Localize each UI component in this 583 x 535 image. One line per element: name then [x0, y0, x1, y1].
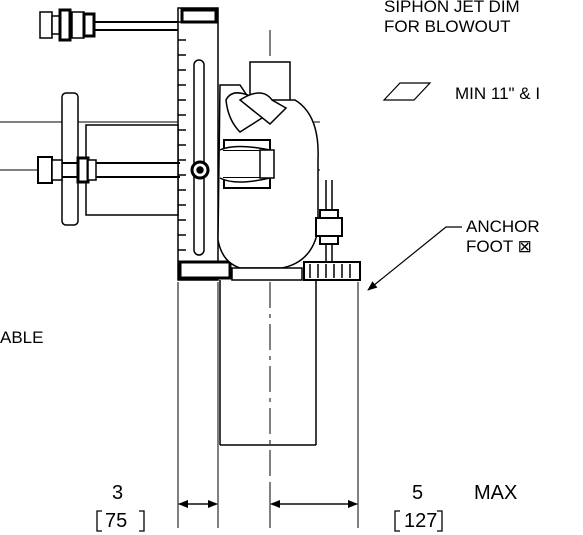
note-parallelogram-icon [382, 82, 432, 101]
fitting-body [217, 61, 319, 281]
anchor-note-line1: ANCHOR [466, 217, 540, 236]
dim-left-mm: 75 [105, 510, 127, 532]
anchor-note-line2: FOOT ⊠ [466, 237, 532, 256]
siphon-note-line1: SIPHON JET DIM [384, 0, 520, 16]
carrier-frame [177, 7, 232, 281]
dim-right-mm: 127 [404, 510, 437, 532]
dim-left-inch: 3 [112, 482, 123, 504]
siphon-note-line2: FOR BLOWOUT [384, 17, 511, 36]
dim-right-suffix: MAX [474, 482, 517, 504]
dimension-brackets [96, 510, 443, 532]
anchor-leader [367, 226, 462, 291]
drain-pipe [219, 280, 317, 446]
lower-bolt-assembly [37, 92, 180, 226]
min-note: MIN 11" & I [455, 84, 540, 103]
able-fragment: ABLE [0, 328, 43, 347]
anchor-foot [303, 180, 361, 281]
dim-right-inch: 5 [412, 482, 423, 504]
dimension-extension-lines [177, 282, 359, 528]
upper-bolt-assembly [39, 8, 180, 42]
